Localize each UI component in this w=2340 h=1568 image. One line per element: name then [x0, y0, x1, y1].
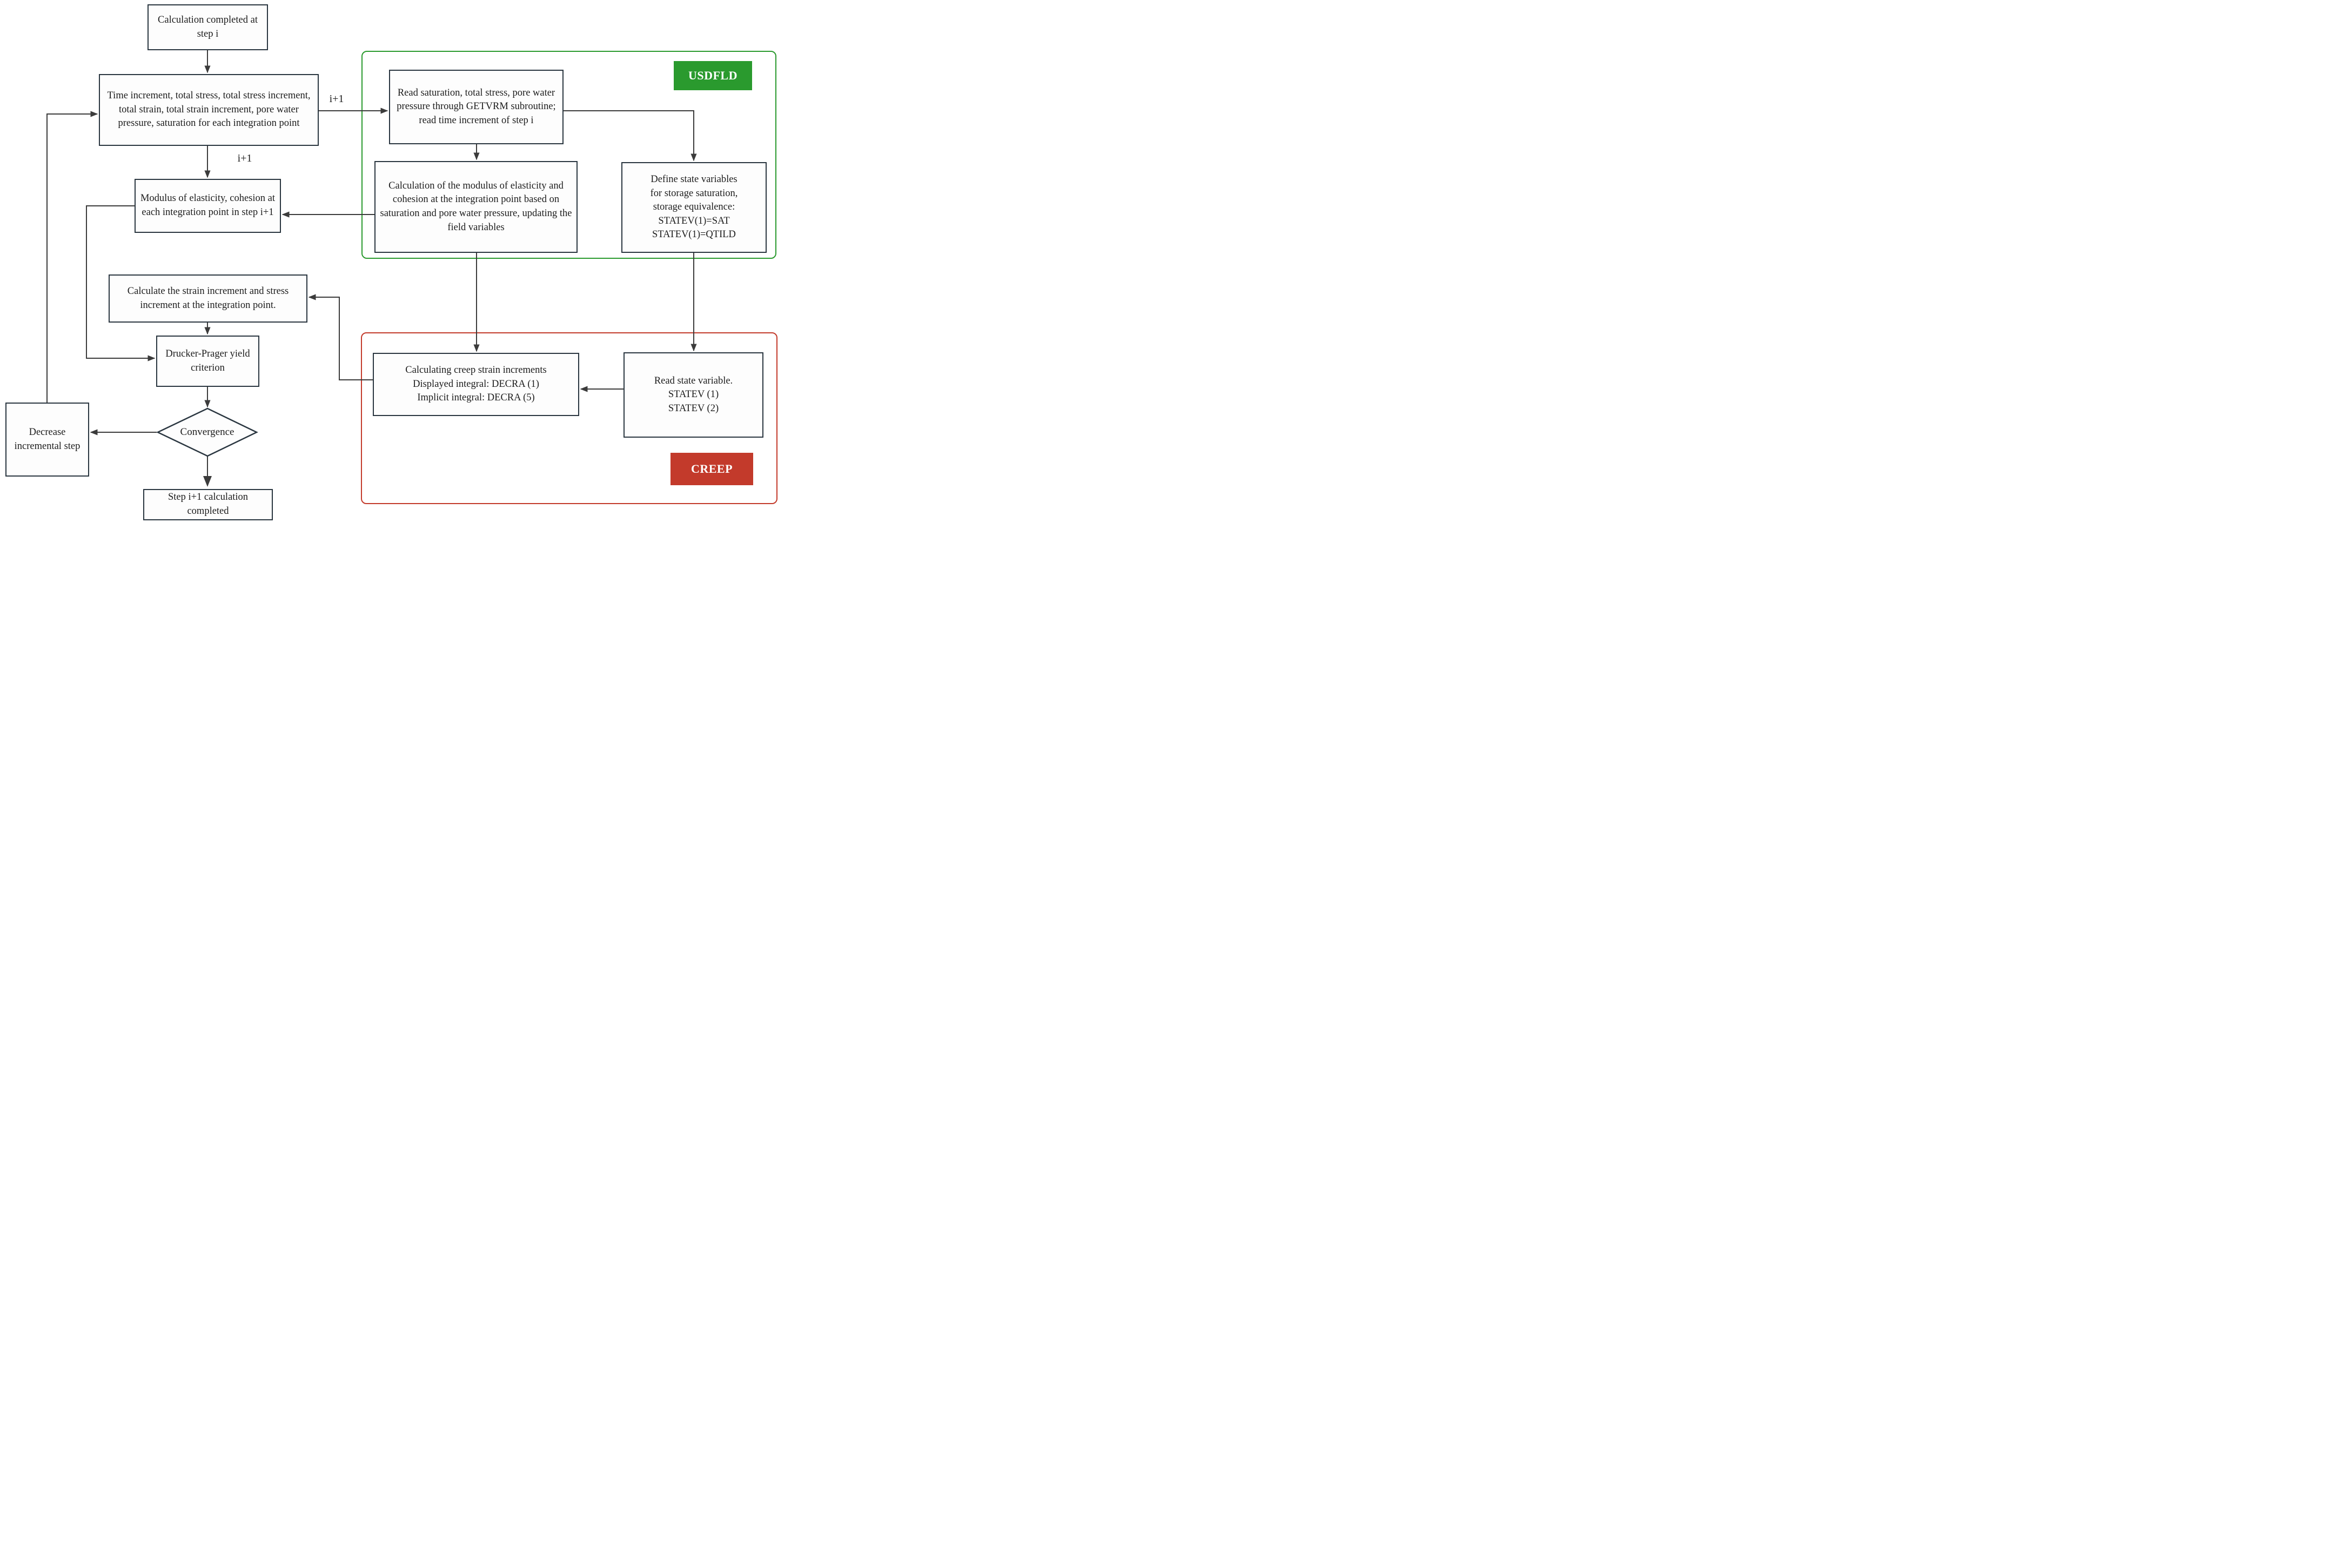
- node-integration-point-inputs: Time increment, total stress, total stre…: [99, 74, 319, 146]
- connector-read-saturation-to-define-state: [564, 110, 697, 162]
- convergence-diamond-shape: [156, 407, 258, 457]
- flowchart-canvas: Calculation completed at step i Time inc…: [0, 0, 780, 522]
- connector-modulus-to-drucker-prager: [86, 205, 156, 361]
- creep-container: [361, 332, 777, 504]
- edge-label-i-plus-1-down: i+1: [237, 152, 252, 164]
- node-step-completed: Step i+1 calculation completed: [143, 489, 273, 520]
- usdfld-container: [361, 51, 776, 259]
- connector-creep-calc-to-calc-strain: [308, 294, 373, 380]
- node-calculation-completed: Calculation completed at step i: [147, 4, 268, 50]
- node-modulus-of-elasticity: Modulus of elasticity, cohesion at each …: [135, 179, 281, 233]
- node-decrease-incremental-step: Decrease incremental step: [5, 403, 89, 477]
- convergence-label: Convergence: [180, 426, 234, 438]
- node-calc-modulus-cohesion: Calculation of the modulus of elasticity…: [374, 161, 578, 253]
- node-read-state-variable: Read state variable. STATEV (1) STATEV (…: [623, 352, 763, 438]
- creep-badge: CREEP: [671, 453, 753, 485]
- usdfld-badge: USDFLD: [674, 61, 752, 90]
- node-define-state-variables: Define state variables for storage satur…: [621, 162, 767, 253]
- node-read-saturation: Read saturation, total stress, pore wate…: [389, 70, 564, 144]
- connector-decrease-to-inputs: [46, 111, 98, 403]
- node-drucker-prager: Drucker-Prager yield criterion: [156, 336, 259, 387]
- node-creep-strain-increments: Calculating creep strain increments Disp…: [373, 353, 579, 416]
- connector-layer: [46, 50, 697, 487]
- edge-label-i-plus-1-right: i+1: [329, 93, 344, 105]
- node-calc-strain-stress-increment: Calculate the strain increment and stres…: [109, 274, 307, 323]
